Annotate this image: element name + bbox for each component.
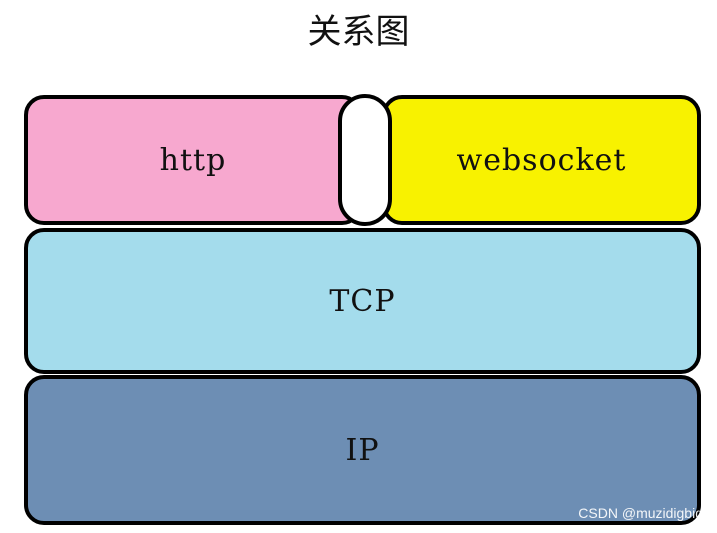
tcp-layer-label: TCP xyxy=(329,283,396,319)
watermark-text: CSDN @muzidigbig xyxy=(578,505,703,521)
diagram-title: 关系图 xyxy=(307,12,410,52)
tcp-layer-box: TCP xyxy=(24,228,701,374)
http-layer-label: http xyxy=(159,142,227,178)
websocket-layer-box: websocket xyxy=(382,95,701,225)
http-layer-box: http xyxy=(24,95,362,225)
ip-layer-box: IP xyxy=(24,375,701,525)
ip-layer-label: IP xyxy=(345,432,380,468)
websocket-layer-label: websocket xyxy=(456,142,627,178)
http-websocket-connector xyxy=(338,94,392,226)
